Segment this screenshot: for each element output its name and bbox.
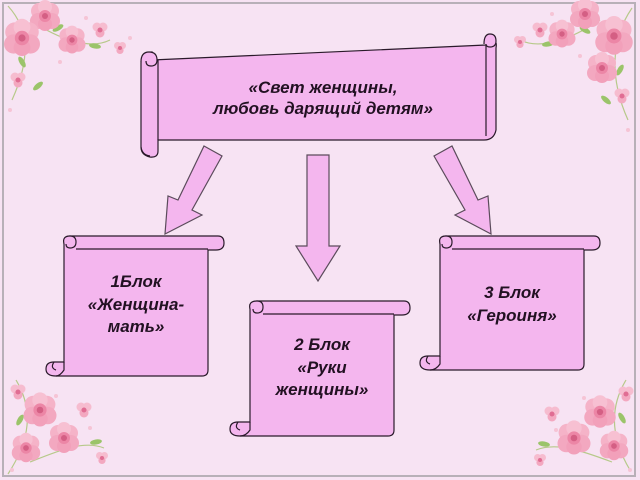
block-scroll-3	[419, 235, 601, 371]
block-3-line-1: 3 Блок	[484, 283, 540, 303]
block-1-line-3: мать»	[107, 317, 165, 337]
block-2-line-1: 2 Блок	[294, 334, 350, 354]
title-scroll	[140, 33, 497, 158]
block-2-line-3: женщины»	[275, 380, 369, 400]
block-scroll-1	[45, 235, 225, 377]
title-text: «Свет женщины, любовь дарящий детям»	[160, 62, 486, 134]
block-3-text: 3 Блок «Героиня»	[442, 262, 582, 348]
pink-rose-icon	[7, 379, 108, 475]
block-1-line-1: 1Блок	[110, 271, 162, 291]
pink-rose-icon	[3, 0, 132, 112]
down-arrow-icon	[294, 154, 342, 283]
title-line-2: любовь дарящий детям»	[213, 99, 433, 118]
title-line-1: «Свет женщины,	[248, 77, 398, 97]
block-1-line-2: «Женщина-	[87, 294, 185, 314]
block-2-text: 2 Блок «Руки женщины»	[252, 318, 392, 418]
down-arrow-icon	[433, 145, 492, 236]
block-2-line-2: «Руки	[297, 357, 347, 377]
block-3-line-2: «Героиня»	[467, 306, 557, 325]
pink-rose-icon	[514, 0, 633, 132]
block-1-text: 1Блок «Женщина- мать»	[66, 252, 206, 358]
pink-rose-icon	[534, 379, 634, 472]
block-scroll-2	[229, 300, 411, 437]
down-arrow-icon	[164, 145, 223, 236]
